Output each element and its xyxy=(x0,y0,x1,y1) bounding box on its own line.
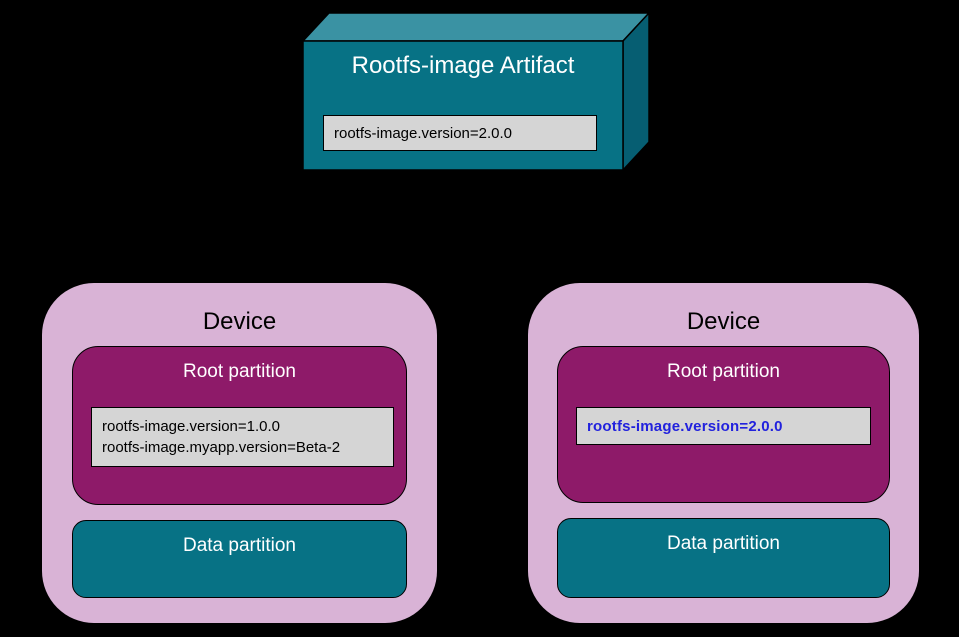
root-partition: Root partition rootfs-image.version=2.0.… xyxy=(557,346,890,503)
artifact-box: Rootfs-image Artifact rootfs-image.versi… xyxy=(302,12,652,174)
data-partition: Data partition xyxy=(72,520,407,598)
artifact-side-face xyxy=(622,12,650,171)
version-line: rootfs-image.myapp.version=Beta-2 xyxy=(102,439,341,456)
device-title: Device xyxy=(202,308,277,335)
artifact-title: Rootfs-image Artifact xyxy=(351,52,575,79)
artifact-version-text: rootfs-image.version=2.0.0 xyxy=(334,124,513,142)
device-card-left: Device Root partition rootfs-image.versi… xyxy=(42,283,437,623)
root-partition-version-label: rootfs-image.version=1.0.0 rootfs-image.… xyxy=(91,407,394,467)
version-line-highlighted: rootfs-image.version=2.0.0 xyxy=(587,417,783,435)
root-partition-title: Root partition xyxy=(182,361,296,382)
data-partition-title: Data partition xyxy=(666,533,780,554)
root-partition: Root partition rootfs-image.version=1.0.… xyxy=(72,346,407,505)
device-card-right: Device Root partition rootfs-image.versi… xyxy=(528,283,919,623)
device-title: Device xyxy=(686,308,761,335)
artifact-top-face xyxy=(302,12,650,42)
data-partition-title: Data partition xyxy=(182,535,296,556)
root-partition-title: Root partition xyxy=(666,361,780,382)
version-line: rootfs-image.version=1.0.0 xyxy=(102,418,281,435)
artifact-version-label: rootfs-image.version=2.0.0 xyxy=(323,115,597,151)
root-partition-version-label: rootfs-image.version=2.0.0 xyxy=(576,407,871,445)
data-partition: Data partition xyxy=(557,518,890,598)
